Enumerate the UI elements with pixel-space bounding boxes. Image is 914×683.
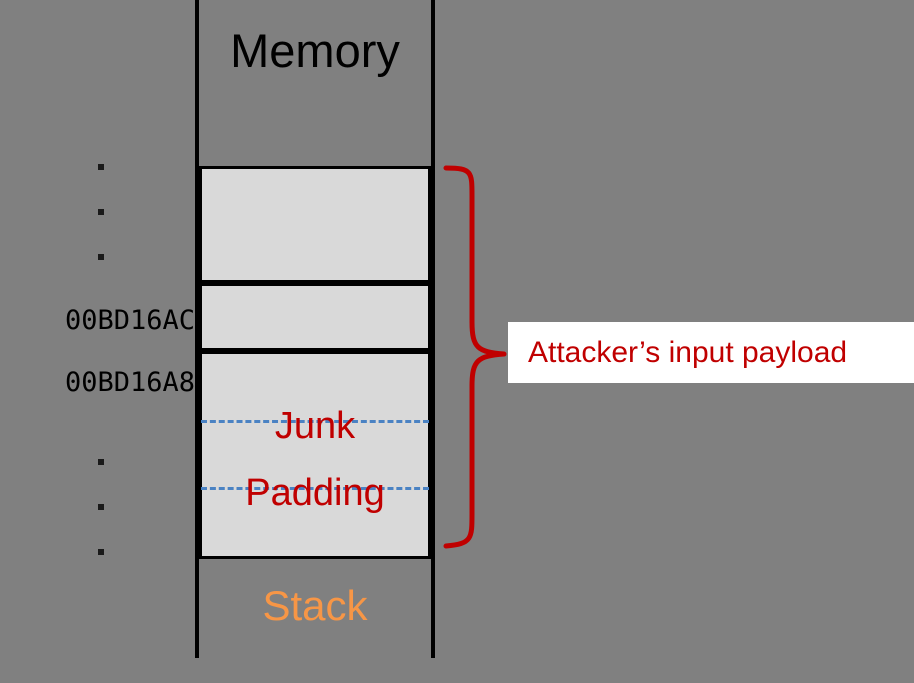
ellipsis-dot-upper-3 [98,254,104,260]
memory-cell-top [199,166,431,283]
ellipsis-dot-lower-1 [98,459,104,465]
payload-callout-text: Attacker’s input payload [528,335,848,369]
memory-cell-middle [199,283,431,351]
ellipsis-dot-upper-2 [98,209,104,215]
ellipsis-dot-upper-1 [98,164,104,170]
junk-label-line-2: Padding [245,472,385,514]
memory-column-left-rail [195,0,199,658]
memory-column-title: Memory [230,24,400,77]
memory-column-right-rail [431,0,435,658]
payload-callout-box: Attacker’s input payload [508,322,914,383]
stack-label: Stack [262,582,368,629]
ellipsis-dot-lower-2 [98,504,104,510]
junk-dashed-line-lower [201,487,429,490]
junk-dashed-line-upper [201,420,429,423]
address-label-00BD16AC: 00BD16AC [64,305,195,336]
memory-cell-junk [199,351,431,559]
ellipsis-dot-lower-3 [98,549,104,555]
junk-label-line-1: Junk [274,405,356,447]
address-label-00BD16A8: 00BD16A8 [64,367,195,398]
payload-brace-icon [443,165,507,549]
